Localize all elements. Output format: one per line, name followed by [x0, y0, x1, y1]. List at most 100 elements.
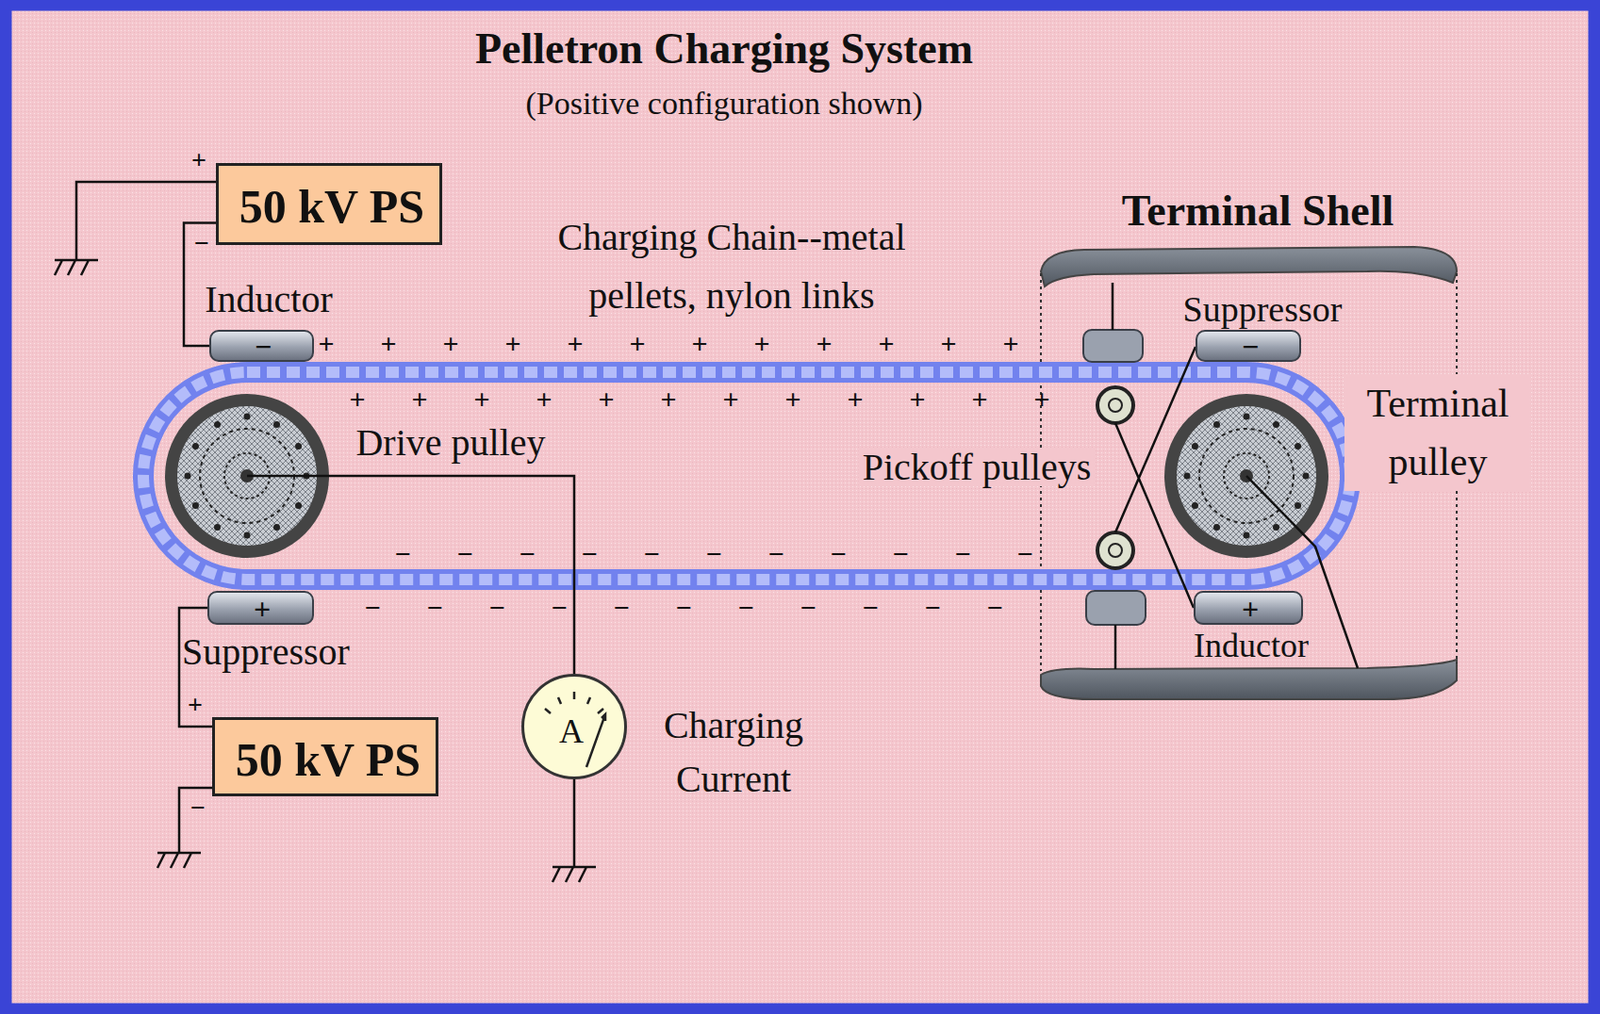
charge-sign: − [675, 593, 692, 623]
charge-sign: + [1002, 329, 1019, 359]
charge-sign: + [846, 385, 863, 414]
pickoff-pulley [1108, 544, 1122, 558]
annotation-label: Charging Chain--metal pellets, nylon lin… [505, 208, 958, 326]
part-label: Terminal Shell [1121, 189, 1394, 233]
charge-sign: + [628, 329, 645, 359]
pulley [184, 473, 192, 480]
charge-sign: + [504, 329, 521, 359]
background [5, 4, 1595, 1010]
terminal-shell-outline [1040, 247, 1457, 287]
charge-sign: + [535, 385, 552, 414]
pulley [273, 421, 281, 429]
pulley [214, 421, 221, 429]
pulley [1184, 473, 1191, 480]
charge-sign: + [659, 385, 677, 414]
charge-sign: − [954, 540, 971, 569]
annotation-label: − [194, 230, 210, 257]
part-label: A [559, 714, 584, 749]
charge-sign: + [691, 329, 708, 359]
charge-sign: − [394, 540, 411, 569]
pulley [1303, 473, 1310, 480]
charge-sign: − [861, 593, 878, 623]
part-label: Suppressor [1183, 291, 1343, 328]
annotation-label: + [191, 147, 207, 174]
box-text: − [254, 331, 272, 363]
annotation-label: Terminal pulley [1344, 374, 1532, 492]
pickoff-pulley [1097, 387, 1134, 569]
pulley [1294, 502, 1302, 510]
box-text: 50 kV PS [239, 182, 425, 231]
charge-sign: + [379, 329, 396, 359]
pulley [1243, 413, 1251, 421]
charge-sign: + [442, 329, 459, 359]
part-label: Inductor [204, 280, 333, 319]
charge-sign: − [580, 540, 597, 569]
pulley [1213, 421, 1221, 429]
charge-sign: + [815, 329, 832, 359]
part-label: Charging Current [639, 698, 828, 807]
suppressor-electrode: +Suppressor [207, 591, 314, 626]
power-supply-box: 50 kV PS [212, 717, 439, 797]
box-text: 50 kV PS [235, 736, 421, 784]
inductor-electrode: +Inductor [1193, 591, 1304, 626]
ground-symbol [552, 867, 596, 883]
ground-symbol [157, 853, 201, 869]
part-label: Suppressor [181, 633, 350, 672]
charge-sign: + [784, 385, 801, 414]
part-label: Inductor [1193, 628, 1309, 663]
pulley [214, 524, 221, 531]
charge-sign: + [473, 385, 490, 414]
diagram-title: Pelletron Charging System [475, 27, 974, 71]
charge-sign: − [986, 593, 1003, 623]
pulley [1272, 524, 1280, 531]
pulley [1243, 532, 1251, 540]
pulley [244, 532, 251, 540]
charge-sign: − [643, 540, 660, 569]
charge-sign: + [317, 329, 334, 359]
pickoff-electrode [1086, 591, 1146, 626]
charge-sign: − [891, 540, 908, 569]
charge-sign: + [566, 329, 583, 359]
ammeter: ACharging Current [521, 674, 627, 780]
power-supply-box: 50 kV PS [215, 163, 443, 246]
pulley [192, 443, 199, 450]
charge-sign: − [923, 593, 941, 623]
charge-sign: − [767, 540, 784, 569]
charge-sign: − [456, 540, 473, 569]
charge-sign: + [348, 385, 365, 414]
annotation-label: + [187, 692, 203, 719]
charge-sign: + [722, 385, 739, 414]
pickoff-electrode [1083, 329, 1143, 363]
charge-sign: − [426, 593, 443, 623]
wire [1115, 346, 1196, 609]
charge-sign: + [940, 329, 957, 359]
charge-sign: + [411, 385, 428, 414]
pickoff-pulley [1108, 398, 1122, 413]
inductor-electrode: Inductor− [209, 329, 314, 363]
charge-sign: − [829, 540, 846, 569]
pulley [1191, 443, 1199, 450]
pulley [295, 443, 302, 450]
charge-sign: + [753, 329, 770, 359]
pulley [1272, 421, 1280, 429]
pickoff-pulley [1097, 387, 1134, 424]
pulley [192, 502, 199, 510]
annotation-label: Drive pulley [355, 424, 545, 462]
annotation-label: − [190, 794, 206, 822]
charge-sign: − [612, 593, 629, 623]
charge-sign: + [908, 385, 925, 414]
ground-symbol [54, 260, 596, 883]
charge-sign: + [1033, 385, 1050, 414]
pulley [244, 413, 251, 421]
pulley [1213, 524, 1221, 531]
wire [179, 788, 213, 854]
wire [76, 181, 216, 261]
terminal-shell-outline [1040, 659, 1457, 700]
suppressor-electrode: Suppressor− [1195, 329, 1302, 363]
charge-sign: − [518, 540, 535, 569]
annotation-label: (Positive configuration shown) [525, 87, 923, 120]
